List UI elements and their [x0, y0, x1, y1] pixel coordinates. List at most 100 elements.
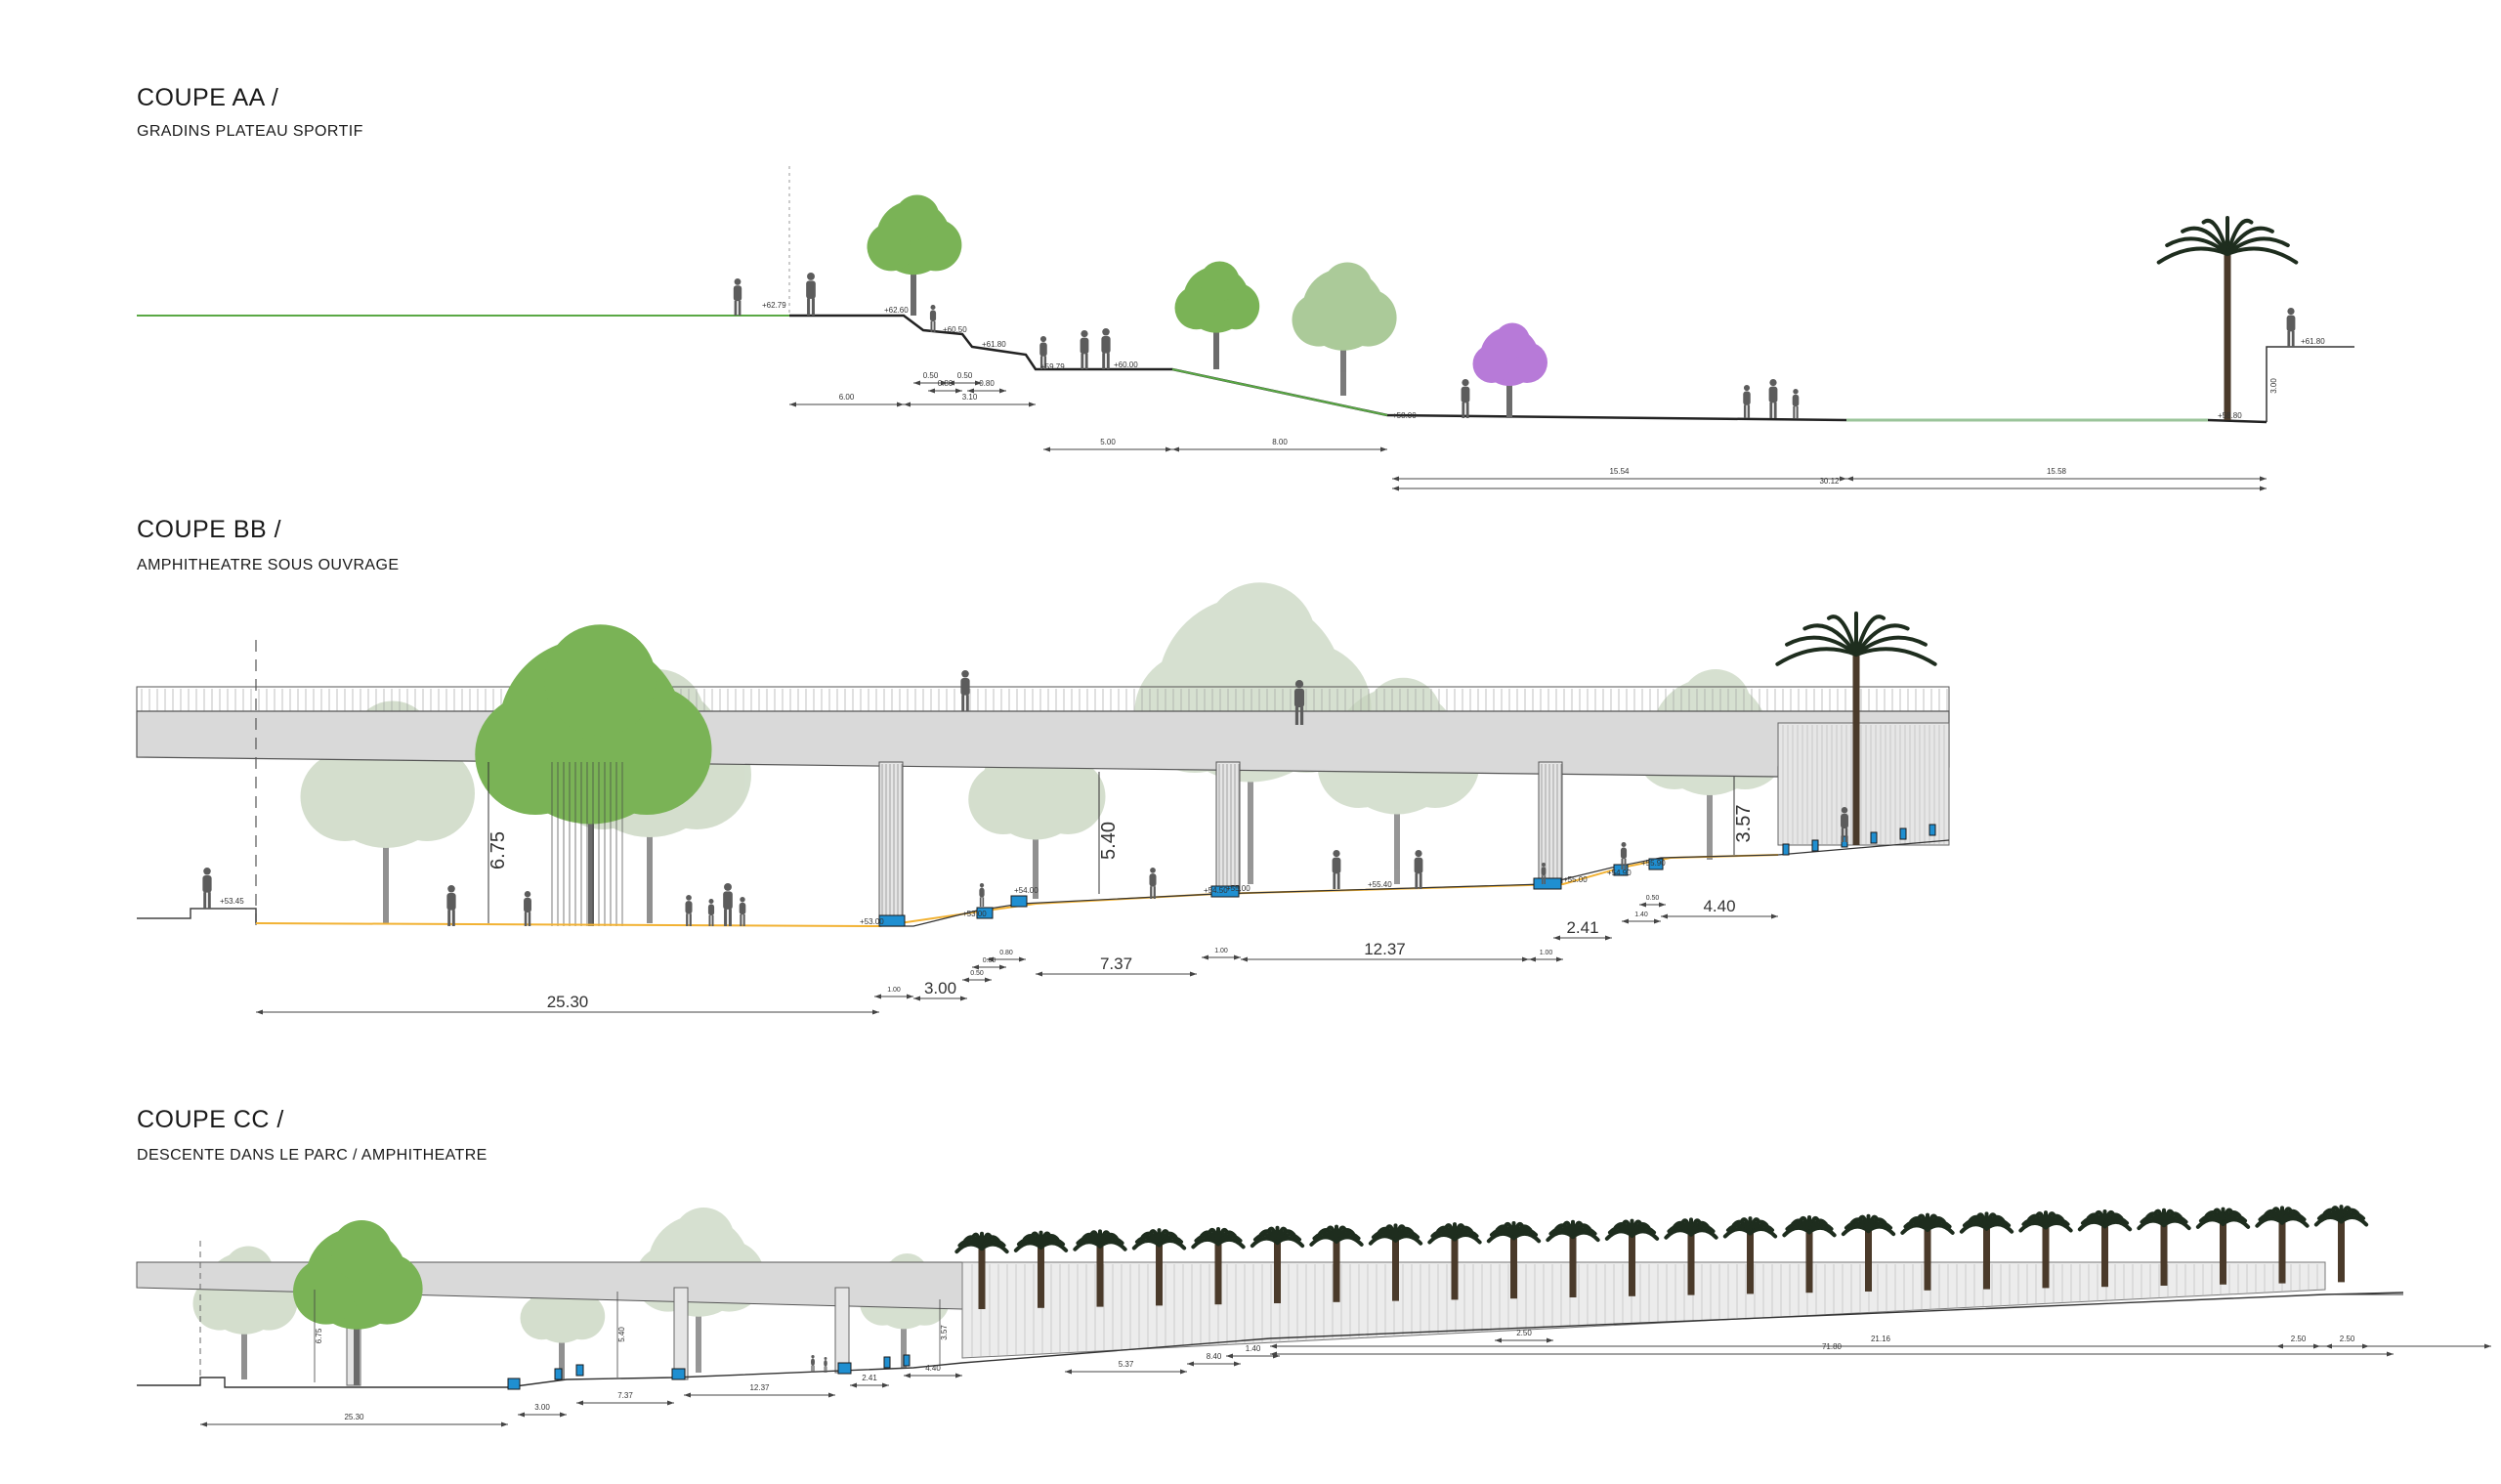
- palm-trunk: [1983, 1228, 1990, 1290]
- person-leg-left: [961, 695, 965, 711]
- dim-aa-4-arrow-left: [967, 388, 974, 394]
- palm-frond: [1854, 615, 1886, 657]
- dim-cc-4: 2.41: [862, 1374, 877, 1382]
- palm-frond: [1275, 1236, 1305, 1249]
- person-leg-left: [708, 914, 711, 926]
- person-leg-right: [528, 912, 531, 926]
- palm-tree-cc-3: [1131, 1228, 1187, 1306]
- palm-trunk: [1805, 1232, 1813, 1293]
- dim-bb-1-arrow-right: [960, 996, 967, 1001]
- person-leg-right: [1624, 858, 1627, 869]
- ground-profile-cc: [137, 1292, 2404, 1388]
- tree-trunk: [1340, 329, 1346, 396]
- palm-tree-cc-12: [1664, 1217, 1718, 1295]
- person-leg-right: [1106, 353, 1110, 369]
- dim-cc-6-arrow-left: [1065, 1369, 1072, 1375]
- person-head: [1621, 842, 1627, 848]
- person-aa-6: [1101, 328, 1111, 369]
- person-leg-right: [933, 320, 936, 332]
- tree-crown-left: [1292, 293, 1346, 347]
- palm-tree-cc-15: [1841, 1213, 1896, 1292]
- person-body: [707, 904, 715, 916]
- person-leg-right: [1544, 875, 1546, 884]
- person-aa-2: [806, 273, 816, 316]
- palm-tree-cc-1: [1013, 1230, 1069, 1308]
- dim-cc-5: 4.40: [925, 1364, 941, 1373]
- palm-tree-cc-23: [2313, 1205, 2369, 1283]
- palm-trunk: [1451, 1239, 1459, 1300]
- person-bb-8: [979, 883, 985, 907]
- person-head: [930, 305, 936, 311]
- palm-trunk: [978, 1249, 986, 1309]
- dim-bb-s6: 0.50: [1646, 895, 1660, 902]
- dim-bb-s1-arrow-right: [1019, 956, 1026, 962]
- palm-trunk: [1924, 1229, 1931, 1291]
- dim-cc-1-arrow-right: [560, 1412, 567, 1418]
- person-aa-8: [1743, 385, 1751, 418]
- dim-aa-7-arrow-right: [1380, 446, 1387, 452]
- dim-bb-s5-arrow-right: [1556, 956, 1563, 962]
- person-body: [446, 892, 456, 911]
- elevation-aa-9: 3.00: [2269, 378, 2278, 394]
- tree-crown-left: [475, 694, 596, 815]
- palm-frond: [2339, 1215, 2369, 1227]
- dim-aa-5-arrow-right: [1029, 402, 1036, 407]
- dim-bb-3-arrow-left: [1241, 956, 1248, 962]
- dim-cc-11-arrow-right: [2387, 1351, 2394, 1357]
- dim-cc-4-arrow-left: [850, 1382, 857, 1388]
- bench-bb-4: [1210, 885, 1240, 898]
- dim-aa-2-arrow-right: [975, 380, 982, 386]
- person-body: [811, 1358, 815, 1366]
- tree-trunk: [1248, 736, 1253, 884]
- palm-trunk: [2101, 1226, 2108, 1288]
- dim-cc-5-arrow-left: [904, 1373, 911, 1378]
- dim-bb-s1: 0.80: [999, 950, 1013, 956]
- person-bb-1: [202, 868, 212, 909]
- person-head: [203, 868, 211, 875]
- dim-bb-s0-arrow-right: [907, 994, 913, 999]
- person-head: [1462, 379, 1469, 387]
- palm-frond: [1807, 1225, 1837, 1238]
- dim-cc-4-arrow-right: [882, 1382, 889, 1388]
- dim-aa-9-arrow-left: [1846, 476, 1853, 482]
- palm-tree-cc-17: [1959, 1211, 2014, 1290]
- person-leg-right: [826, 1366, 827, 1373]
- dim-bb-5-arrow-right: [1771, 913, 1778, 919]
- dim-aa-1: 0.50: [923, 371, 939, 380]
- palm-frond: [1039, 1241, 1069, 1252]
- elevation-aa-1: +62.60: [884, 306, 909, 315]
- palm-tree-cc-8: [1427, 1222, 1482, 1300]
- elevation-bb-8: +54.90: [1607, 869, 1632, 877]
- tree-crown-top: [1204, 582, 1316, 695]
- person-bb-deck-1: [960, 670, 970, 711]
- tree-cc-main: [293, 1220, 423, 1385]
- jacaranda-tree-aa: [1472, 322, 1547, 418]
- person-body: [739, 902, 746, 915]
- section-cc-subtitle: DESCENTE DANS LE PARC / AMPHITHEATRE: [137, 1147, 487, 1164]
- dim-aa-10: 30.12: [1819, 477, 1840, 486]
- tree-crown-left: [293, 1258, 360, 1325]
- person-body: [1332, 857, 1341, 874]
- dim-cc-13-arrow-left: [2325, 1343, 2332, 1349]
- palm-tree-cc-5: [1250, 1225, 1305, 1303]
- person-body: [806, 280, 816, 299]
- person-head: [824, 1357, 827, 1360]
- palm-trunk: [2224, 254, 2231, 420]
- dim-cc-2-arrow-left: [576, 1400, 583, 1406]
- palm-tree-bb: [1775, 611, 1937, 845]
- dim-bb-s3-arrow-right: [985, 977, 992, 983]
- person-leg-right: [451, 910, 455, 926]
- palm-frond: [1571, 1230, 1600, 1243]
- elevation-bb-7: +55.00: [1563, 875, 1588, 884]
- palm-frond: [1926, 1223, 1955, 1235]
- dim-bb-2-arrow-right: [1190, 971, 1197, 977]
- dim-bb-s4-arrow-left: [1202, 954, 1208, 960]
- person-head: [1841, 807, 1848, 814]
- person-body: [1414, 857, 1423, 874]
- person-leg-right: [728, 909, 732, 926]
- person-leg-right: [813, 1365, 815, 1373]
- tree-crown-top: [673, 1208, 735, 1269]
- person-body: [733, 285, 742, 302]
